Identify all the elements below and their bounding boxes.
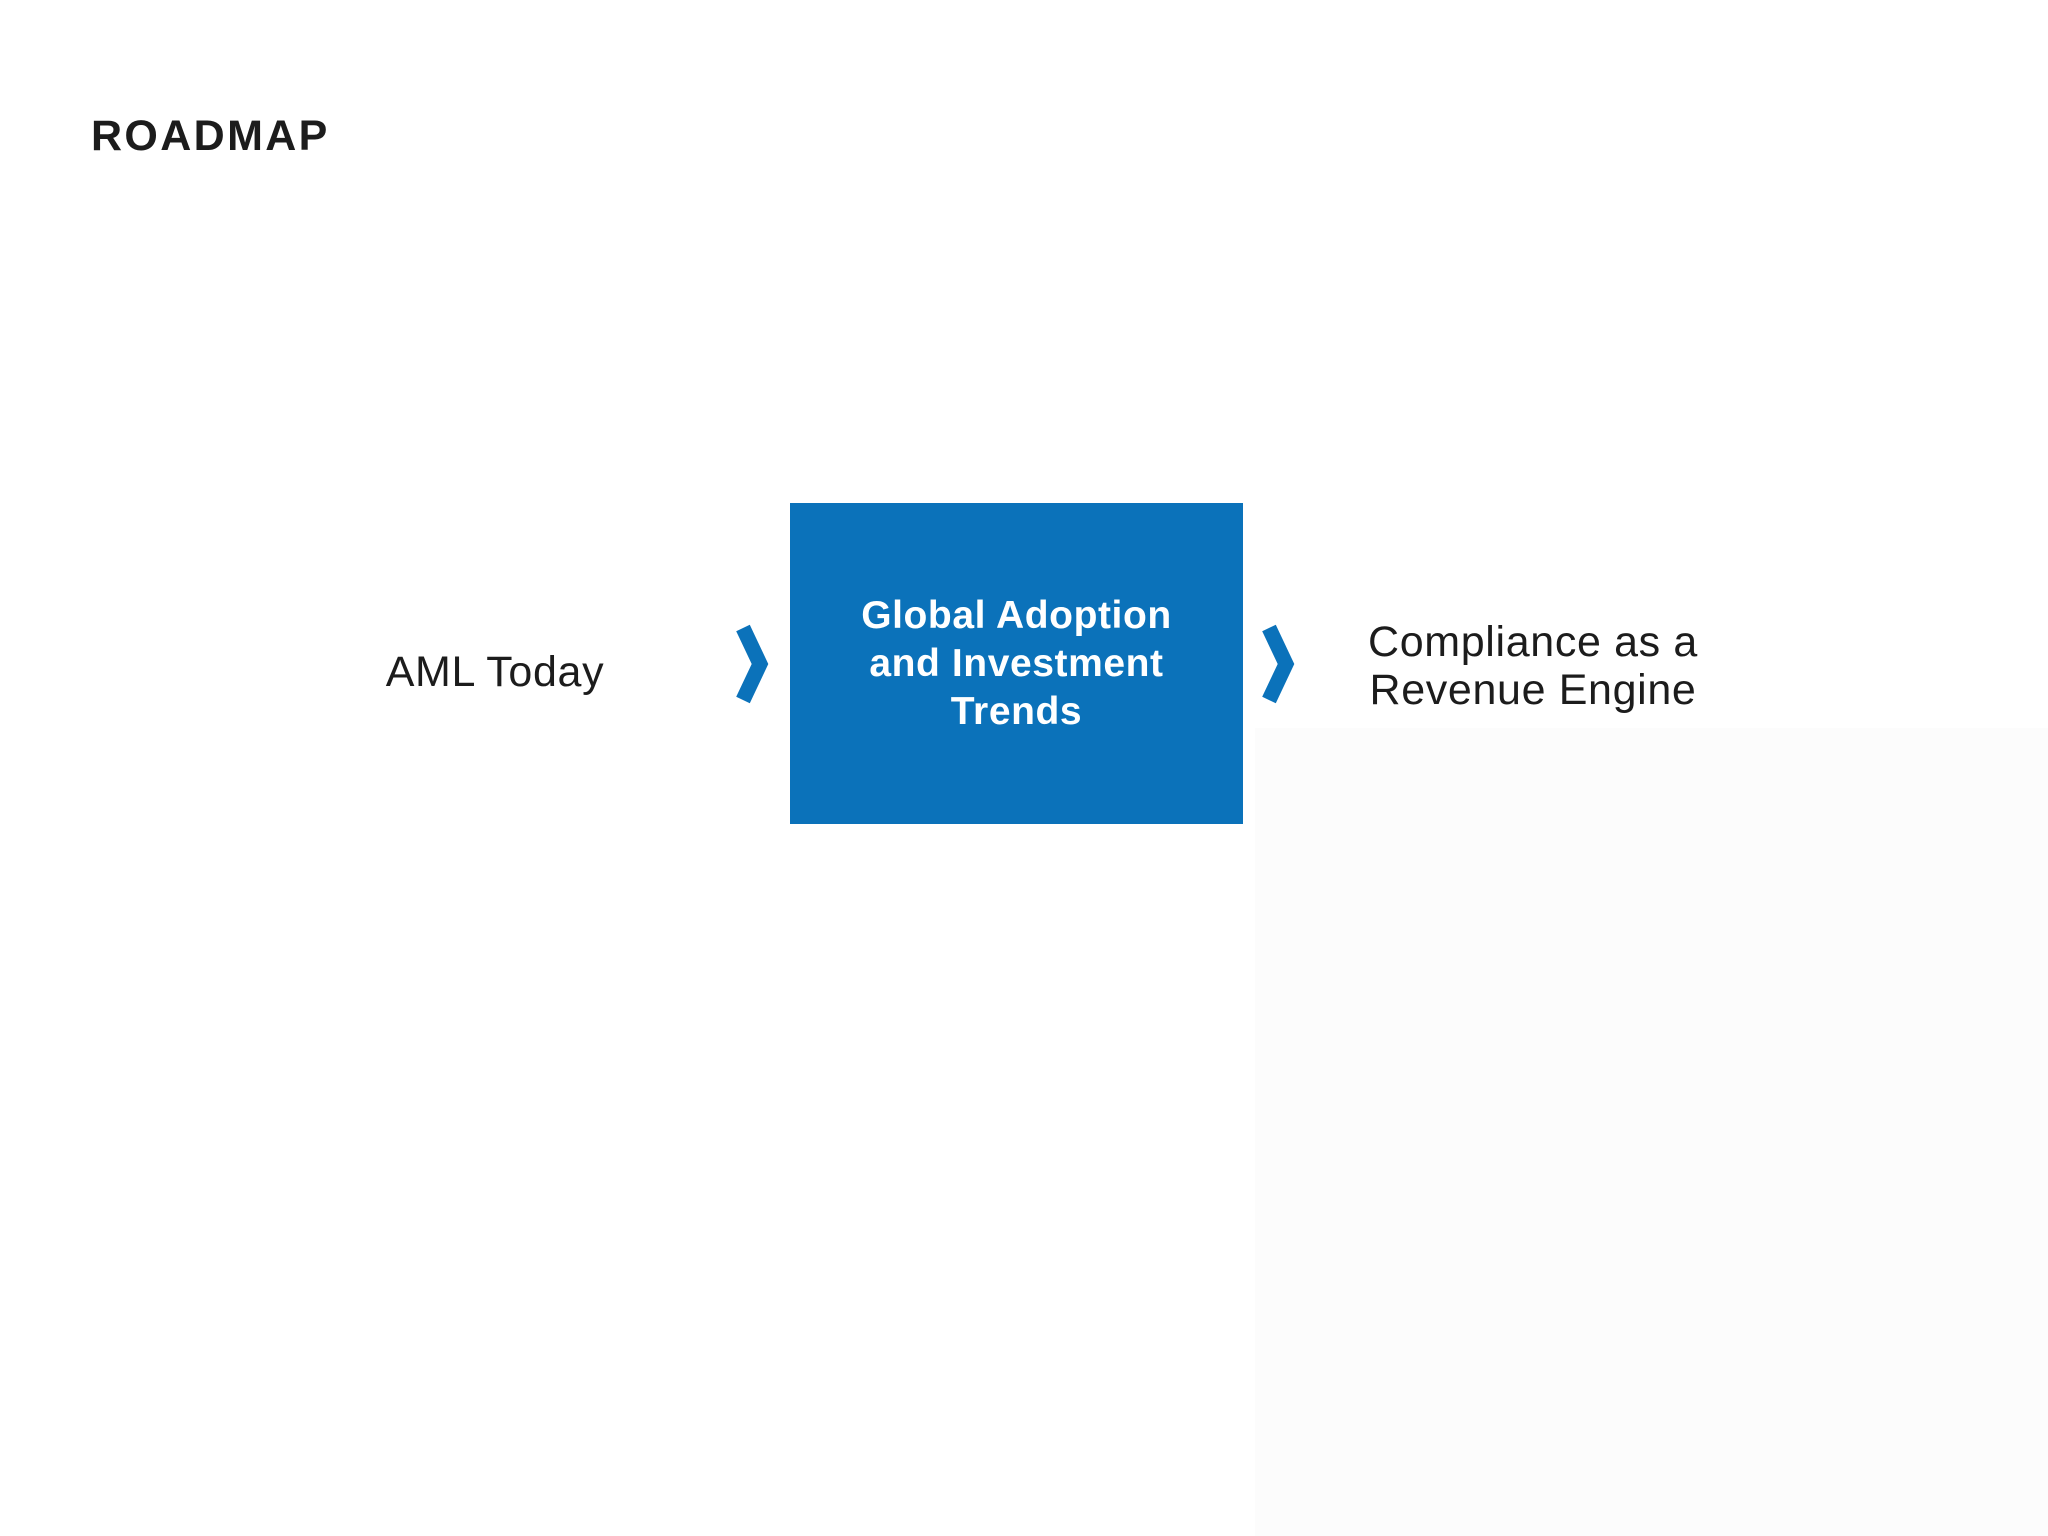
active-box-line: and Investment — [869, 641, 1164, 685]
offwhite-background-panel — [1255, 728, 2048, 1536]
step-label: AML Today — [385, 648, 605, 696]
active-box-line: Trends — [950, 689, 1083, 733]
slide-title: ROADMAP — [91, 111, 330, 160]
roadmap-step-compliance: Compliance as a Revenue Engine — [1333, 618, 1733, 714]
chevron-right-icon-shape — [736, 624, 769, 704]
active-box-line: Global Adoption — [861, 593, 1172, 637]
step-label-line: Compliance as a — [1368, 618, 1698, 666]
roadmap-step-active-box: Global Adoption and Investment Trends — [790, 503, 1243, 824]
chevron-right-icon — [1262, 624, 1295, 704]
roadmap-step-aml-today: AML Today — [290, 648, 700, 696]
step-label-line: Revenue Engine — [1369, 666, 1697, 714]
chevron-right-icon — [736, 624, 769, 704]
chevron-right-icon-shape — [1262, 624, 1295, 704]
